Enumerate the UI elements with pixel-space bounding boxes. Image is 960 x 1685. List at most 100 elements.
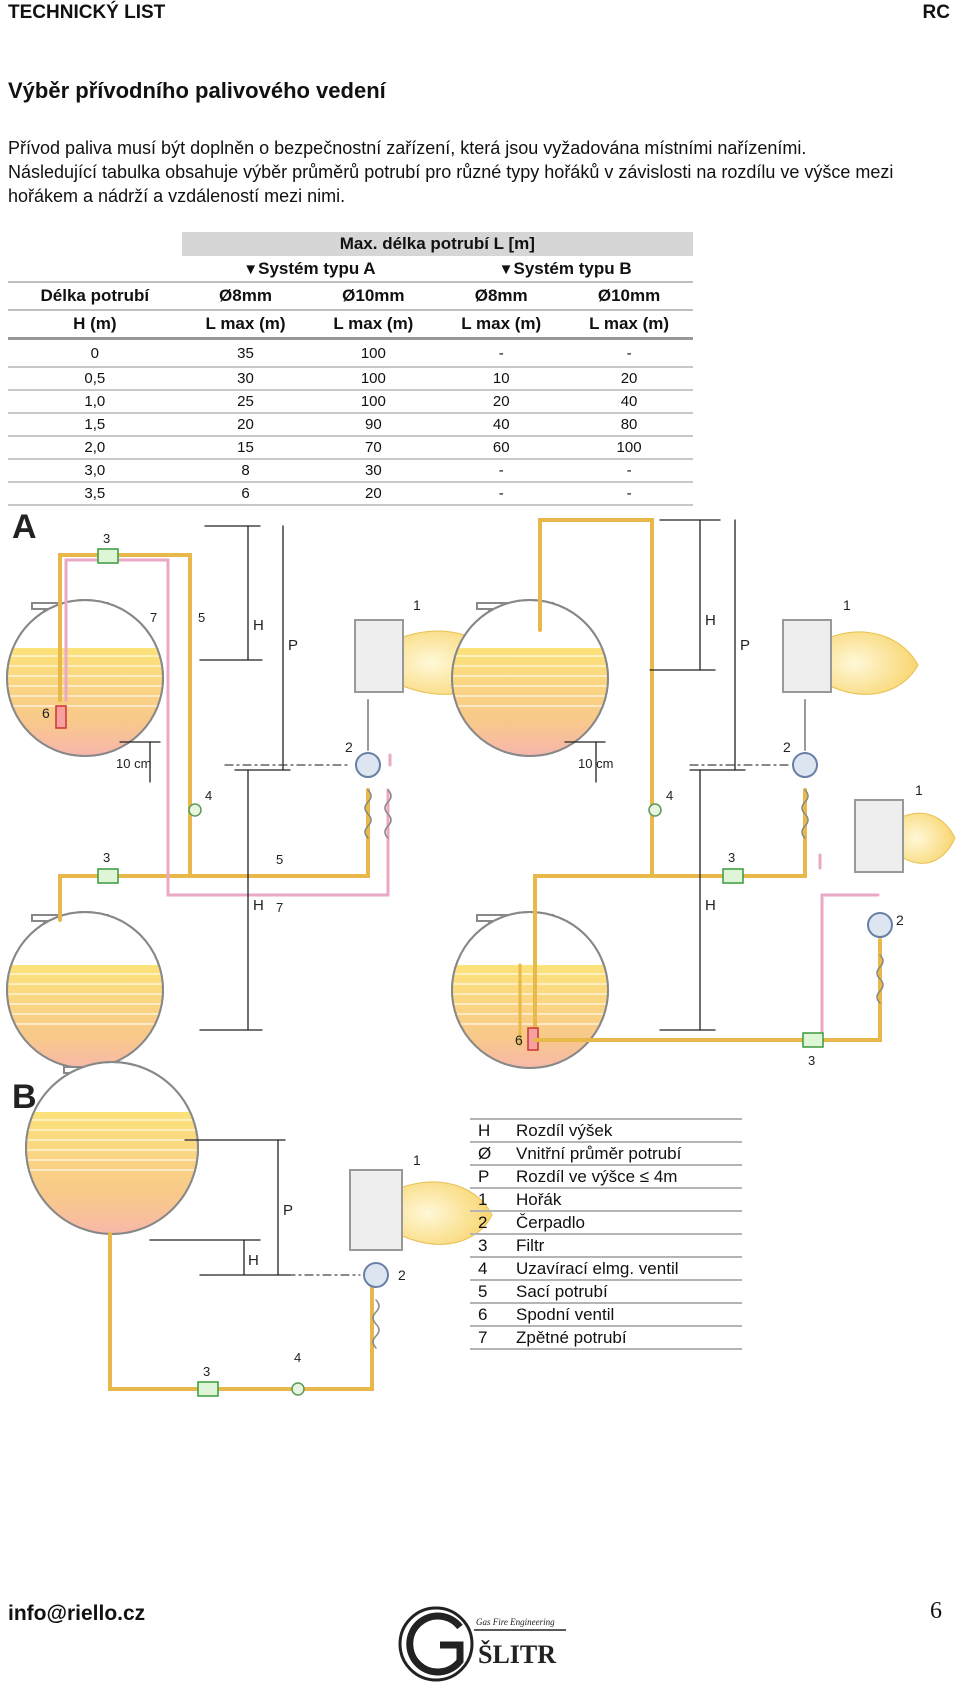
col-a-8mm: Ø8mm xyxy=(181,282,310,311)
label-5: 5 xyxy=(276,852,283,867)
label-6: 6 xyxy=(42,705,50,721)
pump xyxy=(355,752,381,778)
logo-subtitle: Gas Fire Engineering xyxy=(476,1617,555,1627)
label-7: 7 xyxy=(276,900,283,915)
logo-name: ŠLITR xyxy=(478,1640,556,1669)
filter xyxy=(802,1032,824,1048)
table-top-header: Max. délka potrubí L [m] xyxy=(181,232,693,256)
label-3: 3 xyxy=(728,850,735,865)
label-4: 4 xyxy=(666,788,673,803)
pump xyxy=(363,1262,389,1288)
label-h: H xyxy=(705,897,716,914)
suction-pipe xyxy=(108,1232,374,1391)
suction-pipe xyxy=(58,553,192,922)
company-logo: Gas Fire Engineering ŠLITR xyxy=(398,1606,566,1682)
label-2: 2 xyxy=(398,1267,406,1283)
label-2: 2 xyxy=(783,739,791,755)
suction-pipe xyxy=(533,938,882,1042)
col-b-8mm: Ø8mm xyxy=(437,282,566,311)
suction-pipe xyxy=(650,788,807,878)
label-6: 6 xyxy=(515,1032,523,1048)
label-h: H xyxy=(705,612,716,629)
label-2: 2 xyxy=(896,912,904,928)
tank-b xyxy=(25,1061,199,1235)
label-3: 3 xyxy=(808,1053,815,1068)
label-1: 1 xyxy=(413,1152,421,1168)
label-5: 5 xyxy=(198,610,205,625)
burner xyxy=(782,619,919,695)
header-left: TECHNICKÝ LIST xyxy=(8,2,166,23)
label-3: 3 xyxy=(103,531,110,546)
col-h: H (m) xyxy=(8,310,182,340)
label-p: P xyxy=(740,637,750,654)
system-a-label: Systém typu A xyxy=(258,258,376,278)
intro-text: Přívod paliva musí být doplněn o bezpečn… xyxy=(8,136,953,208)
pump xyxy=(792,752,818,778)
triangle-down-icon: ▼ xyxy=(243,260,259,278)
label-1: 1 xyxy=(915,782,923,798)
system-a-header: ▼Systém typu A xyxy=(181,256,438,283)
suction-pipe xyxy=(188,788,370,878)
page-number: 6 xyxy=(930,1598,942,1624)
shutoff-valve xyxy=(188,803,202,817)
footer-email: info@riello.cz xyxy=(8,1602,146,1625)
label-2: 2 xyxy=(345,739,353,755)
label-p: P xyxy=(288,637,298,654)
label-4: 4 xyxy=(294,1350,301,1365)
col-a-10mm: Ø10mm xyxy=(309,282,438,311)
filter xyxy=(97,868,119,884)
tank-upper-left xyxy=(6,599,164,757)
suction-pipe xyxy=(533,518,654,1047)
header-right: RC xyxy=(922,2,950,23)
diagram-a-label: A xyxy=(12,508,37,546)
label-h: H xyxy=(253,897,264,914)
label-3: 3 xyxy=(203,1364,210,1379)
col-lmax: L max (m) xyxy=(181,310,310,340)
label-h: H xyxy=(248,1252,259,1269)
label-h: H xyxy=(253,617,264,634)
triangle-down-icon: ▼ xyxy=(498,260,514,278)
intro-line-1: Přívod paliva musí být doplněn o bezpečn… xyxy=(8,138,807,158)
label-3: 3 xyxy=(103,850,110,865)
return-pipe xyxy=(64,558,390,897)
pipe-length-table: Max. délka potrubí L [m] ▼Systém typu A … xyxy=(8,232,693,506)
label-7: 7 xyxy=(150,610,157,625)
section-title: Výběr přívodního palivového vedení xyxy=(8,78,386,103)
label-10cm: 10 cm xyxy=(116,756,151,771)
shutoff-valve xyxy=(648,803,662,817)
filter xyxy=(197,1381,219,1397)
col-pipe-length: Délka potrubí xyxy=(8,282,182,311)
burner xyxy=(349,1169,493,1251)
intro-line-2: Následující tabulka obsahuje výběr průmě… xyxy=(8,162,894,206)
col-lmax: L max (m) xyxy=(309,310,438,340)
label-4: 4 xyxy=(205,788,212,803)
filter xyxy=(97,548,119,564)
tank-lower-right xyxy=(451,911,609,1069)
col-lmax: L max (m) xyxy=(437,310,566,340)
system-b-label: Systém typu B xyxy=(513,258,632,278)
shutoff-valve xyxy=(291,1382,305,1396)
burner xyxy=(854,799,956,873)
label-p: P xyxy=(283,1202,293,1219)
label-1: 1 xyxy=(413,597,421,613)
diagram-b-label: B xyxy=(12,1078,37,1116)
pump xyxy=(867,912,893,938)
tank-lower-left xyxy=(6,911,164,1069)
